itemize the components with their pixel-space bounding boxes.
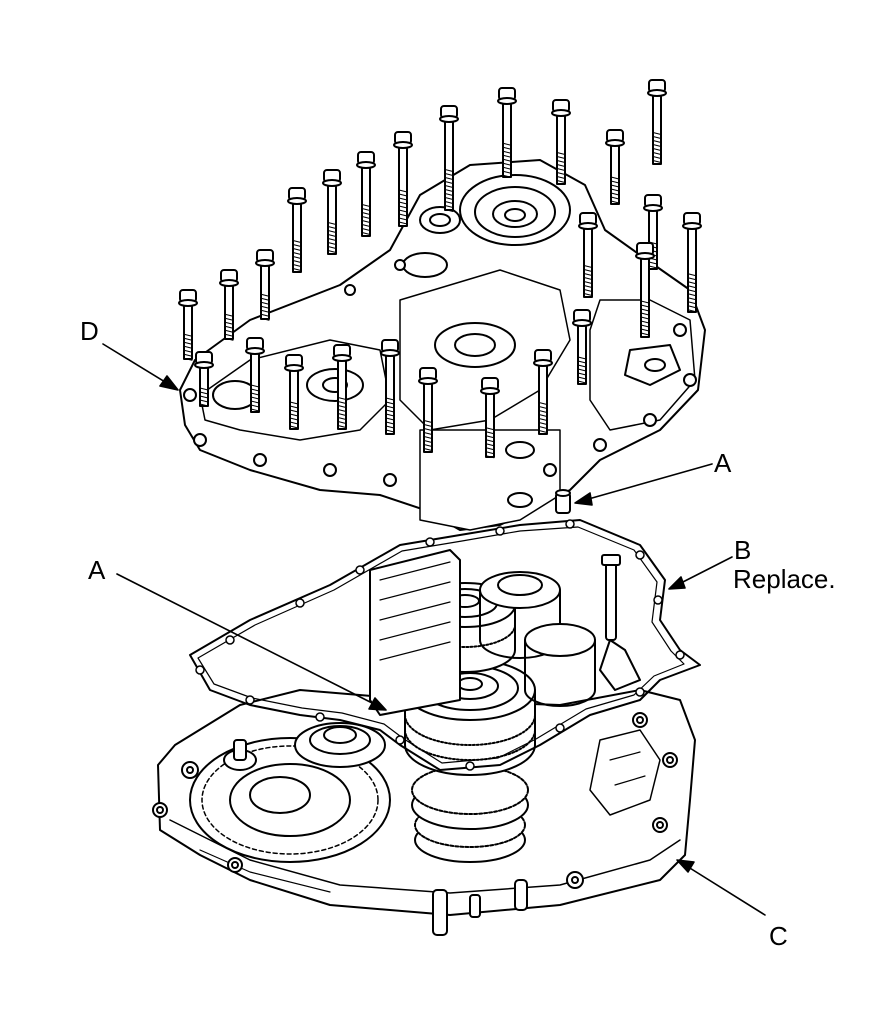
bolt [393,131,413,227]
bolt [439,105,459,212]
bolt [572,309,592,385]
bolt [635,242,655,338]
differential-ring-gear [189,737,391,863]
bolt [356,151,376,237]
bolt [533,349,553,435]
bolt [551,99,571,185]
callout-label-d: D [80,316,99,346]
callout-label-c: C [769,921,788,951]
callout-label-a-dowel-upper: A [714,448,732,478]
transmission-housing [179,159,706,531]
bolt [480,377,500,459]
bolt [682,212,702,313]
bolt [194,351,214,407]
bolt [605,129,625,205]
callout-label-a-dowel-lower: A [88,555,106,585]
bolt [255,249,275,321]
bolt [497,87,517,178]
bolt [245,337,265,413]
bolt [322,169,342,255]
gasket-bolt-holes [195,519,685,771]
callout-label-b: B [734,535,752,565]
leader-lines [102,343,766,916]
bolt [647,79,667,165]
bolt [219,269,239,341]
bolt [418,367,438,453]
bolt [287,187,307,273]
bolt [332,344,352,430]
bolt [380,339,400,435]
bolt [178,289,198,361]
housing-bolts [178,79,702,459]
bolt [578,212,598,298]
bolt [643,194,663,270]
housing-gasket [189,519,701,771]
callout-note-replace: Replace. [733,564,836,594]
bolt [284,354,304,430]
gear-train [294,549,641,863]
